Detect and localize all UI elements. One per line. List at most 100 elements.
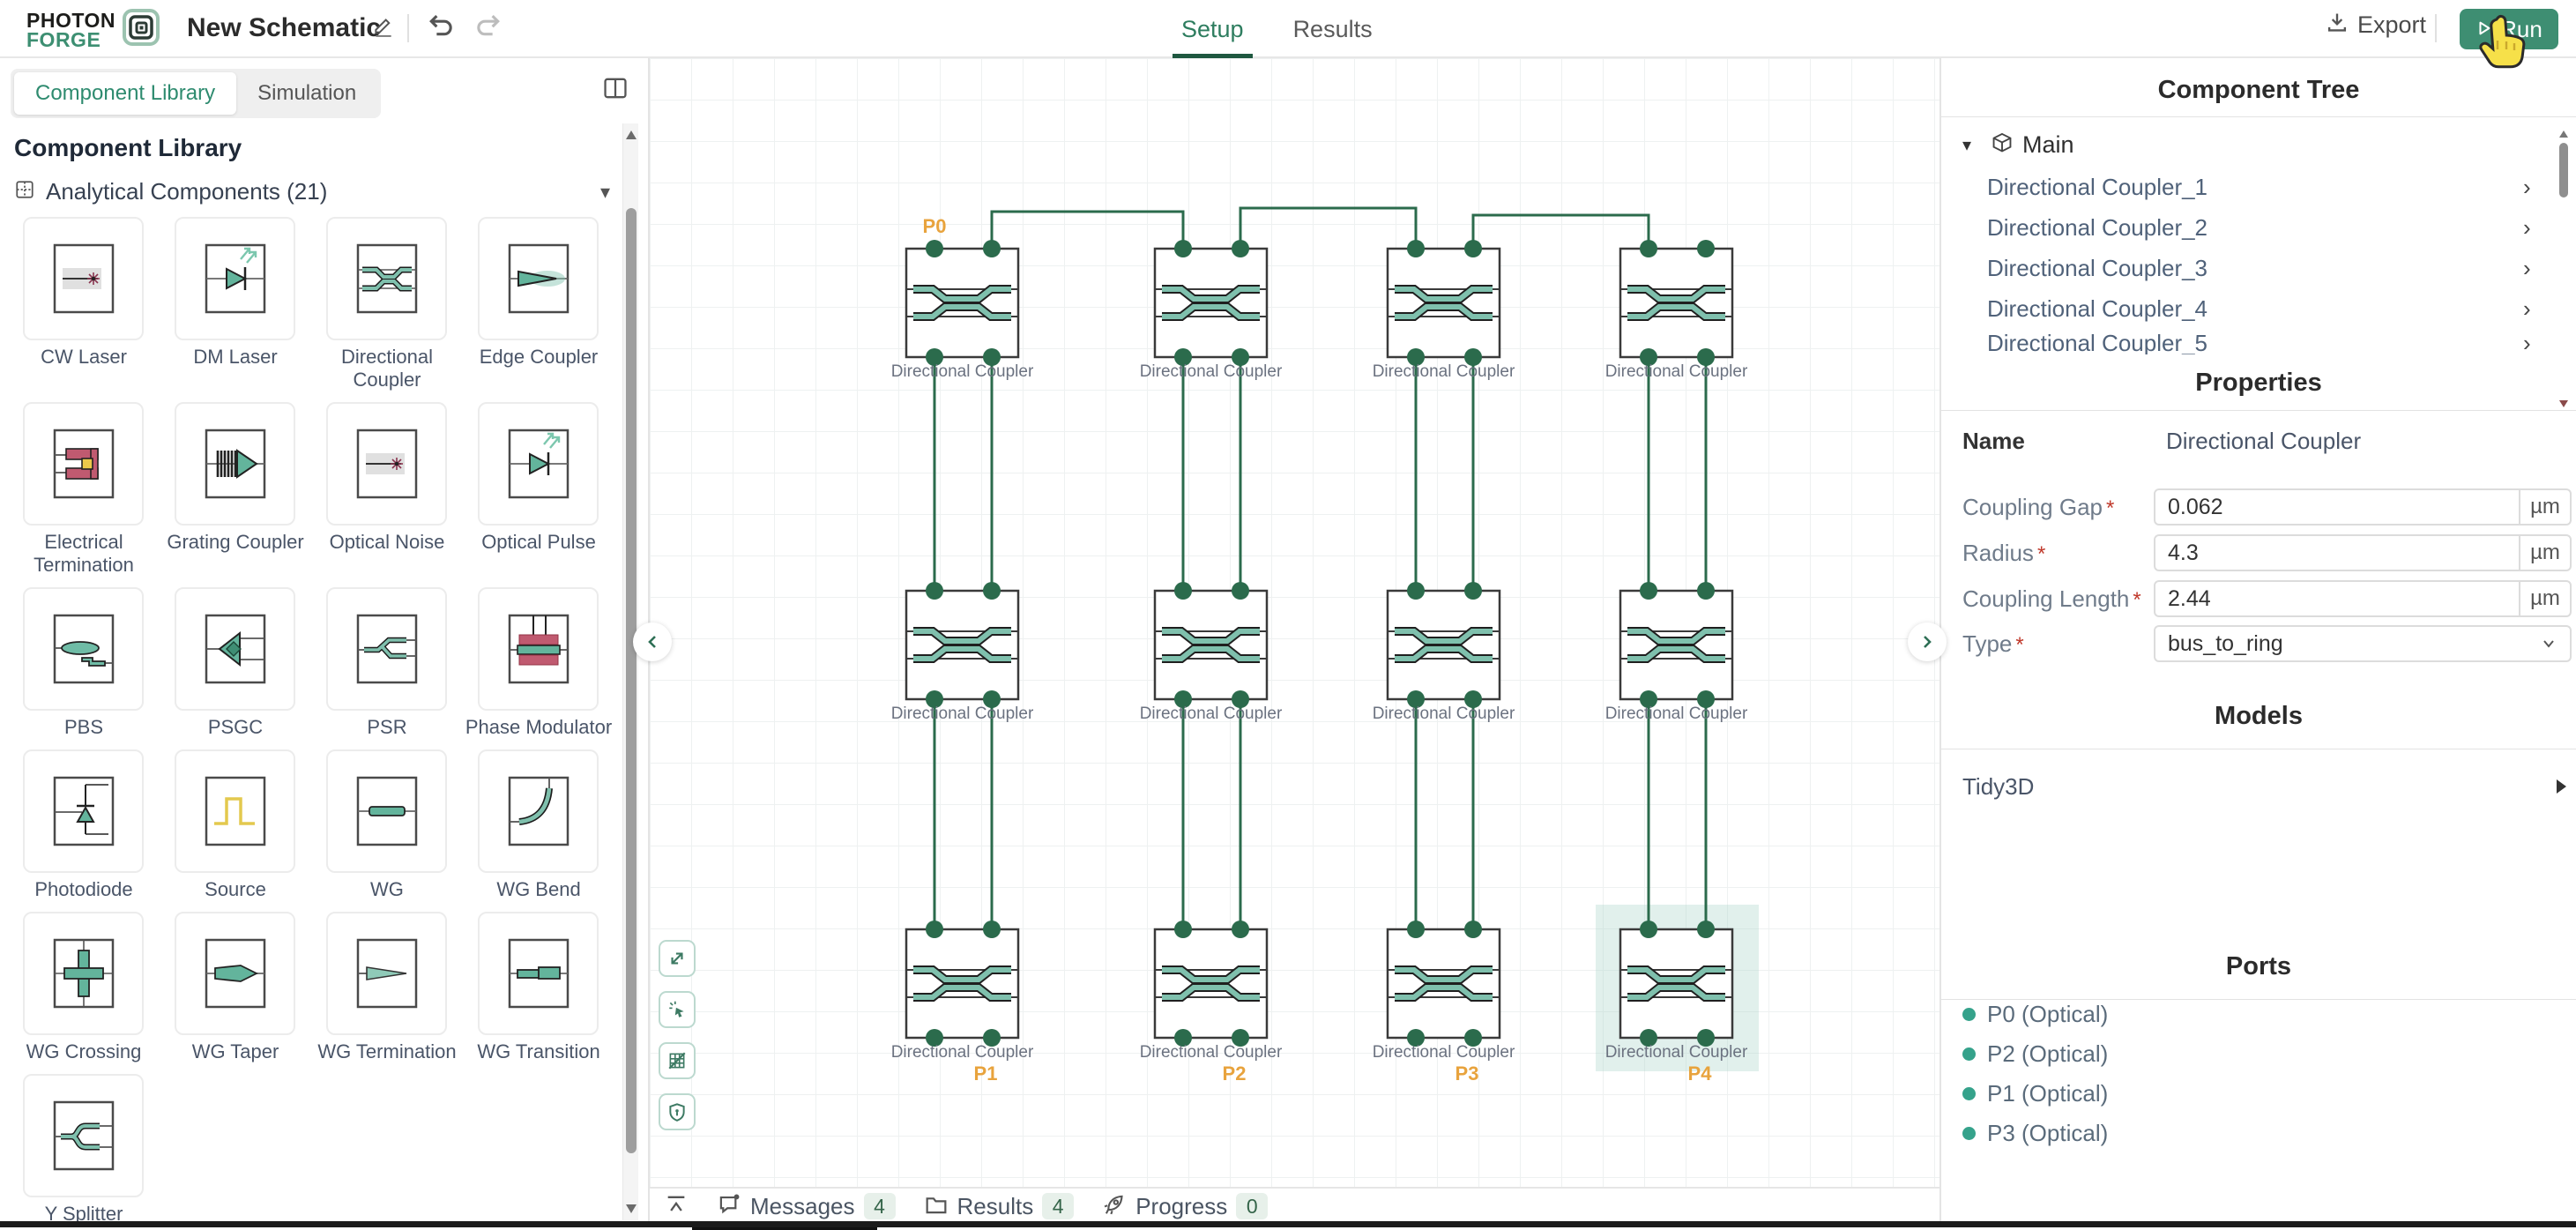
port[interactable] (1464, 348, 1482, 366)
chevron-right-icon[interactable]: › (2523, 294, 2531, 322)
cursor-spark-button[interactable] (659, 991, 696, 1028)
photodiode-tile[interactable] (23, 749, 144, 873)
component-card-wg[interactable]: WG (326, 749, 447, 901)
tree-node-directional-coupler_5[interactable]: Directional Coupler_5› (1941, 332, 2576, 354)
port[interactable] (1697, 690, 1715, 708)
port[interactable] (926, 348, 943, 366)
port[interactable] (1174, 921, 1192, 938)
port[interactable] (1697, 1029, 1715, 1047)
port[interactable] (1640, 582, 1657, 600)
scroll-down-arrow[interactable] (626, 1204, 637, 1213)
port[interactable] (1464, 690, 1482, 708)
port[interactable] (1464, 240, 1482, 257)
run-button[interactable]: Run (2460, 9, 2558, 49)
port[interactable] (1464, 582, 1482, 600)
phase-modulator-tile[interactable] (478, 587, 599, 711)
scrollbar-thumb[interactable] (2559, 143, 2568, 198)
port[interactable] (926, 582, 943, 600)
directional-coupler-instance[interactable] (905, 582, 1020, 708)
directional-coupler-instance[interactable] (1386, 240, 1501, 366)
wire[interactable] (1471, 213, 1650, 249)
optical-noise-tile[interactable] (326, 402, 447, 526)
port[interactable] (1697, 921, 1715, 938)
port[interactable] (1464, 1029, 1482, 1047)
source-tile[interactable] (175, 749, 295, 873)
dm-laser-tile[interactable] (175, 217, 295, 340)
section-analytical-components[interactable]: Analytical Components (21) ▾ (14, 178, 610, 205)
chevron-right-icon[interactable]: › (2523, 254, 2531, 281)
port[interactable] (1174, 690, 1192, 708)
component-card-grating-coupler[interactable]: Grating Coupler (167, 402, 304, 577)
port[interactable] (983, 240, 1001, 257)
edit-title-icon[interactable] (372, 14, 395, 41)
port[interactable] (1697, 348, 1715, 366)
directional-coupler-instance[interactable] (1386, 582, 1501, 708)
model-row-tidy3d[interactable]: Tidy3D (1941, 769, 2576, 804)
chevron-right-icon[interactable]: › (2523, 173, 2531, 200)
panel-tab-component-library[interactable]: Component Library (14, 72, 237, 115)
port[interactable] (926, 690, 943, 708)
component-card-optical-pulse[interactable]: Optical Pulse (478, 402, 599, 577)
port[interactable] (1232, 240, 1249, 257)
grid-toggle-button[interactable] (659, 1042, 696, 1079)
port[interactable] (1174, 1029, 1192, 1047)
tree-scrollbar[interactable] (2558, 129, 2569, 407)
scrollbar-thumb[interactable] (626, 208, 637, 1153)
port[interactable] (983, 921, 1001, 938)
collapse-left-panel-button[interactable] (633, 622, 672, 661)
tab-results[interactable]: Results (1292, 15, 1373, 42)
edge-coupler-tile[interactable] (478, 217, 599, 340)
component-card-edge-coupler[interactable]: Edge Coupler (478, 217, 599, 391)
component-card-pbs[interactable]: PBS (23, 587, 144, 739)
expand-button[interactable] (659, 940, 696, 977)
port[interactable] (983, 348, 1001, 366)
port[interactable] (1232, 348, 1249, 366)
component-card-optical-noise[interactable]: Optical Noise (326, 402, 447, 577)
collapse-right-panel-button[interactable] (1908, 622, 1947, 661)
directional-coupler-instance[interactable] (1386, 921, 1501, 1047)
wire[interactable] (990, 210, 1185, 249)
panel-toggle-icon[interactable] (601, 76, 629, 105)
library-scrollbar[interactable] (622, 123, 638, 1220)
port[interactable] (1640, 240, 1657, 257)
chevron-right-icon[interactable]: › (2523, 332, 2531, 354)
chevron-right-icon[interactable]: › (2523, 213, 2531, 241)
optical-pulse-tile[interactable] (478, 402, 599, 526)
wg-termination-tile[interactable] (326, 912, 447, 1035)
port[interactable] (983, 1029, 1001, 1047)
component-card-phase-modulator[interactable]: Phase Modulator (465, 587, 612, 739)
component-card-dm-laser[interactable]: DM Laser (175, 217, 295, 391)
wg-tile[interactable] (326, 749, 447, 873)
cw-laser-tile[interactable] (23, 217, 144, 340)
component-card-photodiode[interactable]: Photodiode (23, 749, 144, 901)
scroll-down-arrow[interactable] (2559, 400, 2568, 407)
directional-coupler-instance[interactable] (1619, 240, 1734, 366)
psr-tile[interactable] (326, 587, 447, 711)
tree-node-directional-coupler_4[interactable]: Directional Coupler_4› (1941, 291, 2576, 326)
triangle-right-icon[interactable] (2557, 779, 2566, 794)
port[interactable] (1407, 921, 1425, 938)
component-card-psr[interactable]: PSR (326, 587, 447, 739)
electrical-termination-tile[interactable] (23, 402, 144, 526)
port[interactable] (926, 921, 943, 938)
component-card-source[interactable]: Source (175, 749, 295, 901)
port[interactable] (1697, 240, 1715, 257)
port[interactable] (1174, 240, 1192, 257)
directional-coupler-instance[interactable] (1619, 921, 1734, 1047)
directional-coupler-instance[interactable] (1153, 921, 1269, 1047)
wg-taper-tile[interactable] (175, 912, 295, 1035)
port[interactable] (1640, 348, 1657, 366)
component-card-electrical-termination[interactable]: Electrical Termination (23, 402, 144, 577)
port[interactable] (1407, 1029, 1425, 1047)
port[interactable] (983, 690, 1001, 708)
port[interactable] (926, 240, 943, 257)
port[interactable] (1232, 921, 1249, 938)
port[interactable] (1697, 582, 1715, 600)
port[interactable] (1232, 690, 1249, 708)
wg-crossing-tile[interactable] (23, 912, 144, 1035)
